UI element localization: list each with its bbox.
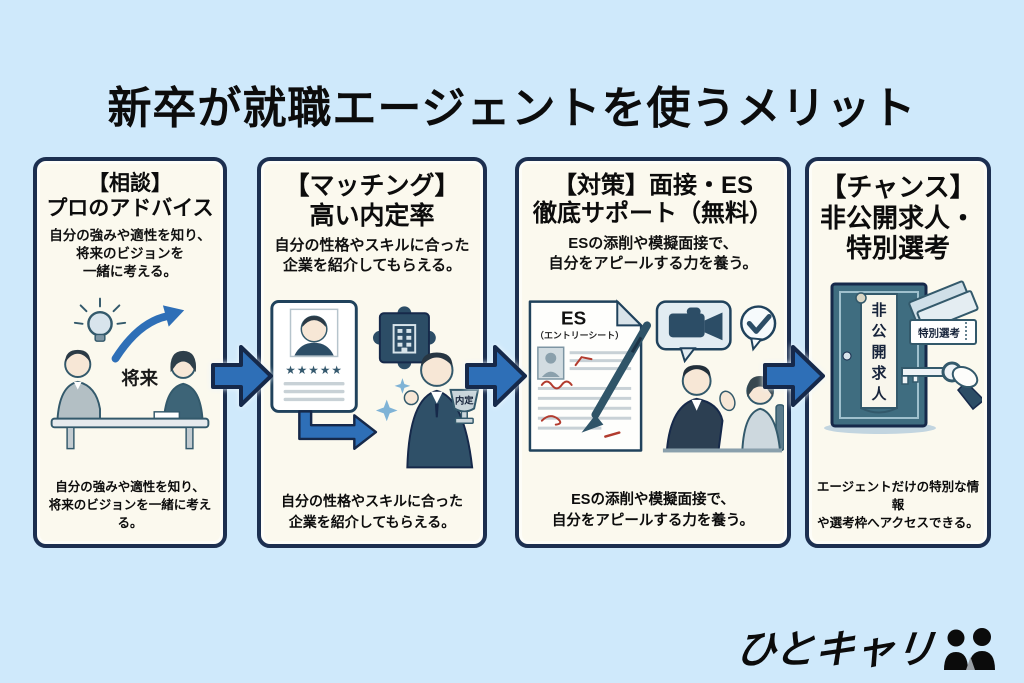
card-consultation-header: 【相談】 プロのアドバイス bbox=[46, 172, 214, 220]
two-people-icon bbox=[944, 628, 995, 670]
card-matching-caption: 自分の性格やスキルに合った 企業を紹介してもらえる。 bbox=[281, 493, 463, 530]
interviewee-person bbox=[741, 376, 784, 452]
building-icon bbox=[392, 324, 417, 354]
flow-arrow-icon bbox=[298, 410, 378, 451]
puzzle-piece-icon bbox=[372, 306, 436, 370]
graduate-person: 内定 bbox=[403, 352, 480, 469]
card-matching-header: 【マッチング】 高い内定率 bbox=[284, 172, 460, 230]
es-doc-subtitle: （エントリーシート） bbox=[535, 330, 624, 340]
video-camera-icon bbox=[655, 300, 732, 364]
hidden-jobs-illustration: 非 公 開 求 人 特別選考 bbox=[812, 266, 984, 472]
document-icon: ES （エントリーシート） bbox=[528, 299, 644, 452]
ticket-label: 特別選考 bbox=[918, 327, 960, 340]
card-es-support-caption: ESの添削や模擬面接で、 自分をアピールする力を養う。 bbox=[551, 491, 755, 529]
matching-scene: ★★★★★ bbox=[270, 300, 480, 469]
card-consultation-subtitle: 自分の強みや適性を知り、 将来のビジョンを 一緒に考える。 bbox=[49, 227, 211, 279]
desk-line bbox=[662, 448, 783, 453]
es-support-scene: ES （エントリーシート） bbox=[528, 299, 784, 453]
pen-icon bbox=[581, 321, 652, 433]
trophy-icon: 内定 bbox=[449, 389, 480, 425]
card-hidden-jobs: 【チャンス】 非公開求人・ 特別選考 非 公 開 求 bbox=[805, 157, 991, 548]
card-consultation-caption: 自分の強みや適性を知り、 将来のビジョンを一緒に考える。 bbox=[48, 479, 212, 530]
svg-text:開: 開 bbox=[871, 344, 886, 361]
step-arrow-3 bbox=[763, 345, 825, 407]
step-arrow-1 bbox=[211, 345, 273, 407]
door-label-vertical: 非 公 開 求 人 bbox=[871, 301, 887, 403]
card-es-support: 【対策】面接・ES 徹底サポート（無料） ESの添削や模擬面接で、 自分をアピー… bbox=[515, 157, 791, 548]
logo-wedge bbox=[966, 657, 975, 670]
star-rating: ★★★★★ bbox=[285, 365, 343, 378]
trophy-label: 内定 bbox=[455, 395, 474, 406]
growth-arrow-icon bbox=[111, 305, 185, 363]
card-matching-subtitle: 自分の性格やスキルに合った 企業を紹介してもらえる。 bbox=[274, 237, 470, 275]
svg-text:人: 人 bbox=[871, 386, 887, 403]
hand-icon bbox=[951, 366, 982, 411]
hidden-jobs-scene: 非 公 開 求 人 特別選考 bbox=[824, 280, 982, 435]
card-matching: 【マッチング】 高い内定率 自分の性格やスキルに合った 企業を紹介してもらえる。… bbox=[257, 157, 487, 548]
svg-text:公: 公 bbox=[871, 323, 886, 340]
sparkle-icon bbox=[375, 378, 411, 422]
brand-logo-text: ひとキャリ bbox=[733, 628, 938, 672]
advisor-person bbox=[56, 350, 101, 422]
es-doc-title: ES bbox=[561, 307, 586, 328]
brand-logo: ひとキャリ bbox=[733, 628, 998, 672]
red-correction-marks bbox=[540, 356, 621, 438]
card-hidden-jobs-header: 【チャンス】 非公開求人・ 特別選考 bbox=[819, 172, 976, 264]
es-correction-mock-interview-illustration: ES （エントリーシート） bbox=[522, 276, 784, 484]
career-consultation-illustration: 将来 bbox=[40, 283, 220, 471]
company-matching-illustration: ★★★★★ bbox=[264, 279, 480, 486]
table bbox=[50, 411, 210, 450]
interviewer-person bbox=[665, 365, 736, 452]
profile-card-icon: ★★★★★ bbox=[270, 300, 358, 414]
future-label: 将来 bbox=[121, 368, 158, 389]
card-es-support-header: 【対策】面接・ES 徹底サポート（無料） bbox=[533, 172, 773, 228]
page-title: 新卒が就職エージェントを使うメリット bbox=[107, 84, 917, 133]
step-arrow-2 bbox=[465, 345, 527, 407]
lightbulb-icon bbox=[73, 298, 127, 343]
card-hidden-jobs-caption: エージェントだけの特別な情報 や選考枠へアクセスできる。 bbox=[816, 479, 980, 530]
svg-text:求: 求 bbox=[871, 364, 887, 382]
card-es-support-subtitle: ESの添削や模擬面接で、 自分をアピールする力を養う。 bbox=[548, 234, 758, 272]
svg-text:非: 非 bbox=[871, 301, 886, 319]
card-consultation: 【相談】 プロのアドバイス 自分の強みや適性を知り、 将来のビジョンを 一緒に考… bbox=[33, 157, 227, 548]
tickets-icon: 特別選考 bbox=[908, 280, 979, 346]
consultation-scene: 将来 bbox=[50, 298, 210, 450]
student-person bbox=[162, 351, 204, 422]
scroll-banner: 非 公 開 求 人 bbox=[855, 292, 898, 414]
checkmark-icon bbox=[740, 305, 777, 352]
